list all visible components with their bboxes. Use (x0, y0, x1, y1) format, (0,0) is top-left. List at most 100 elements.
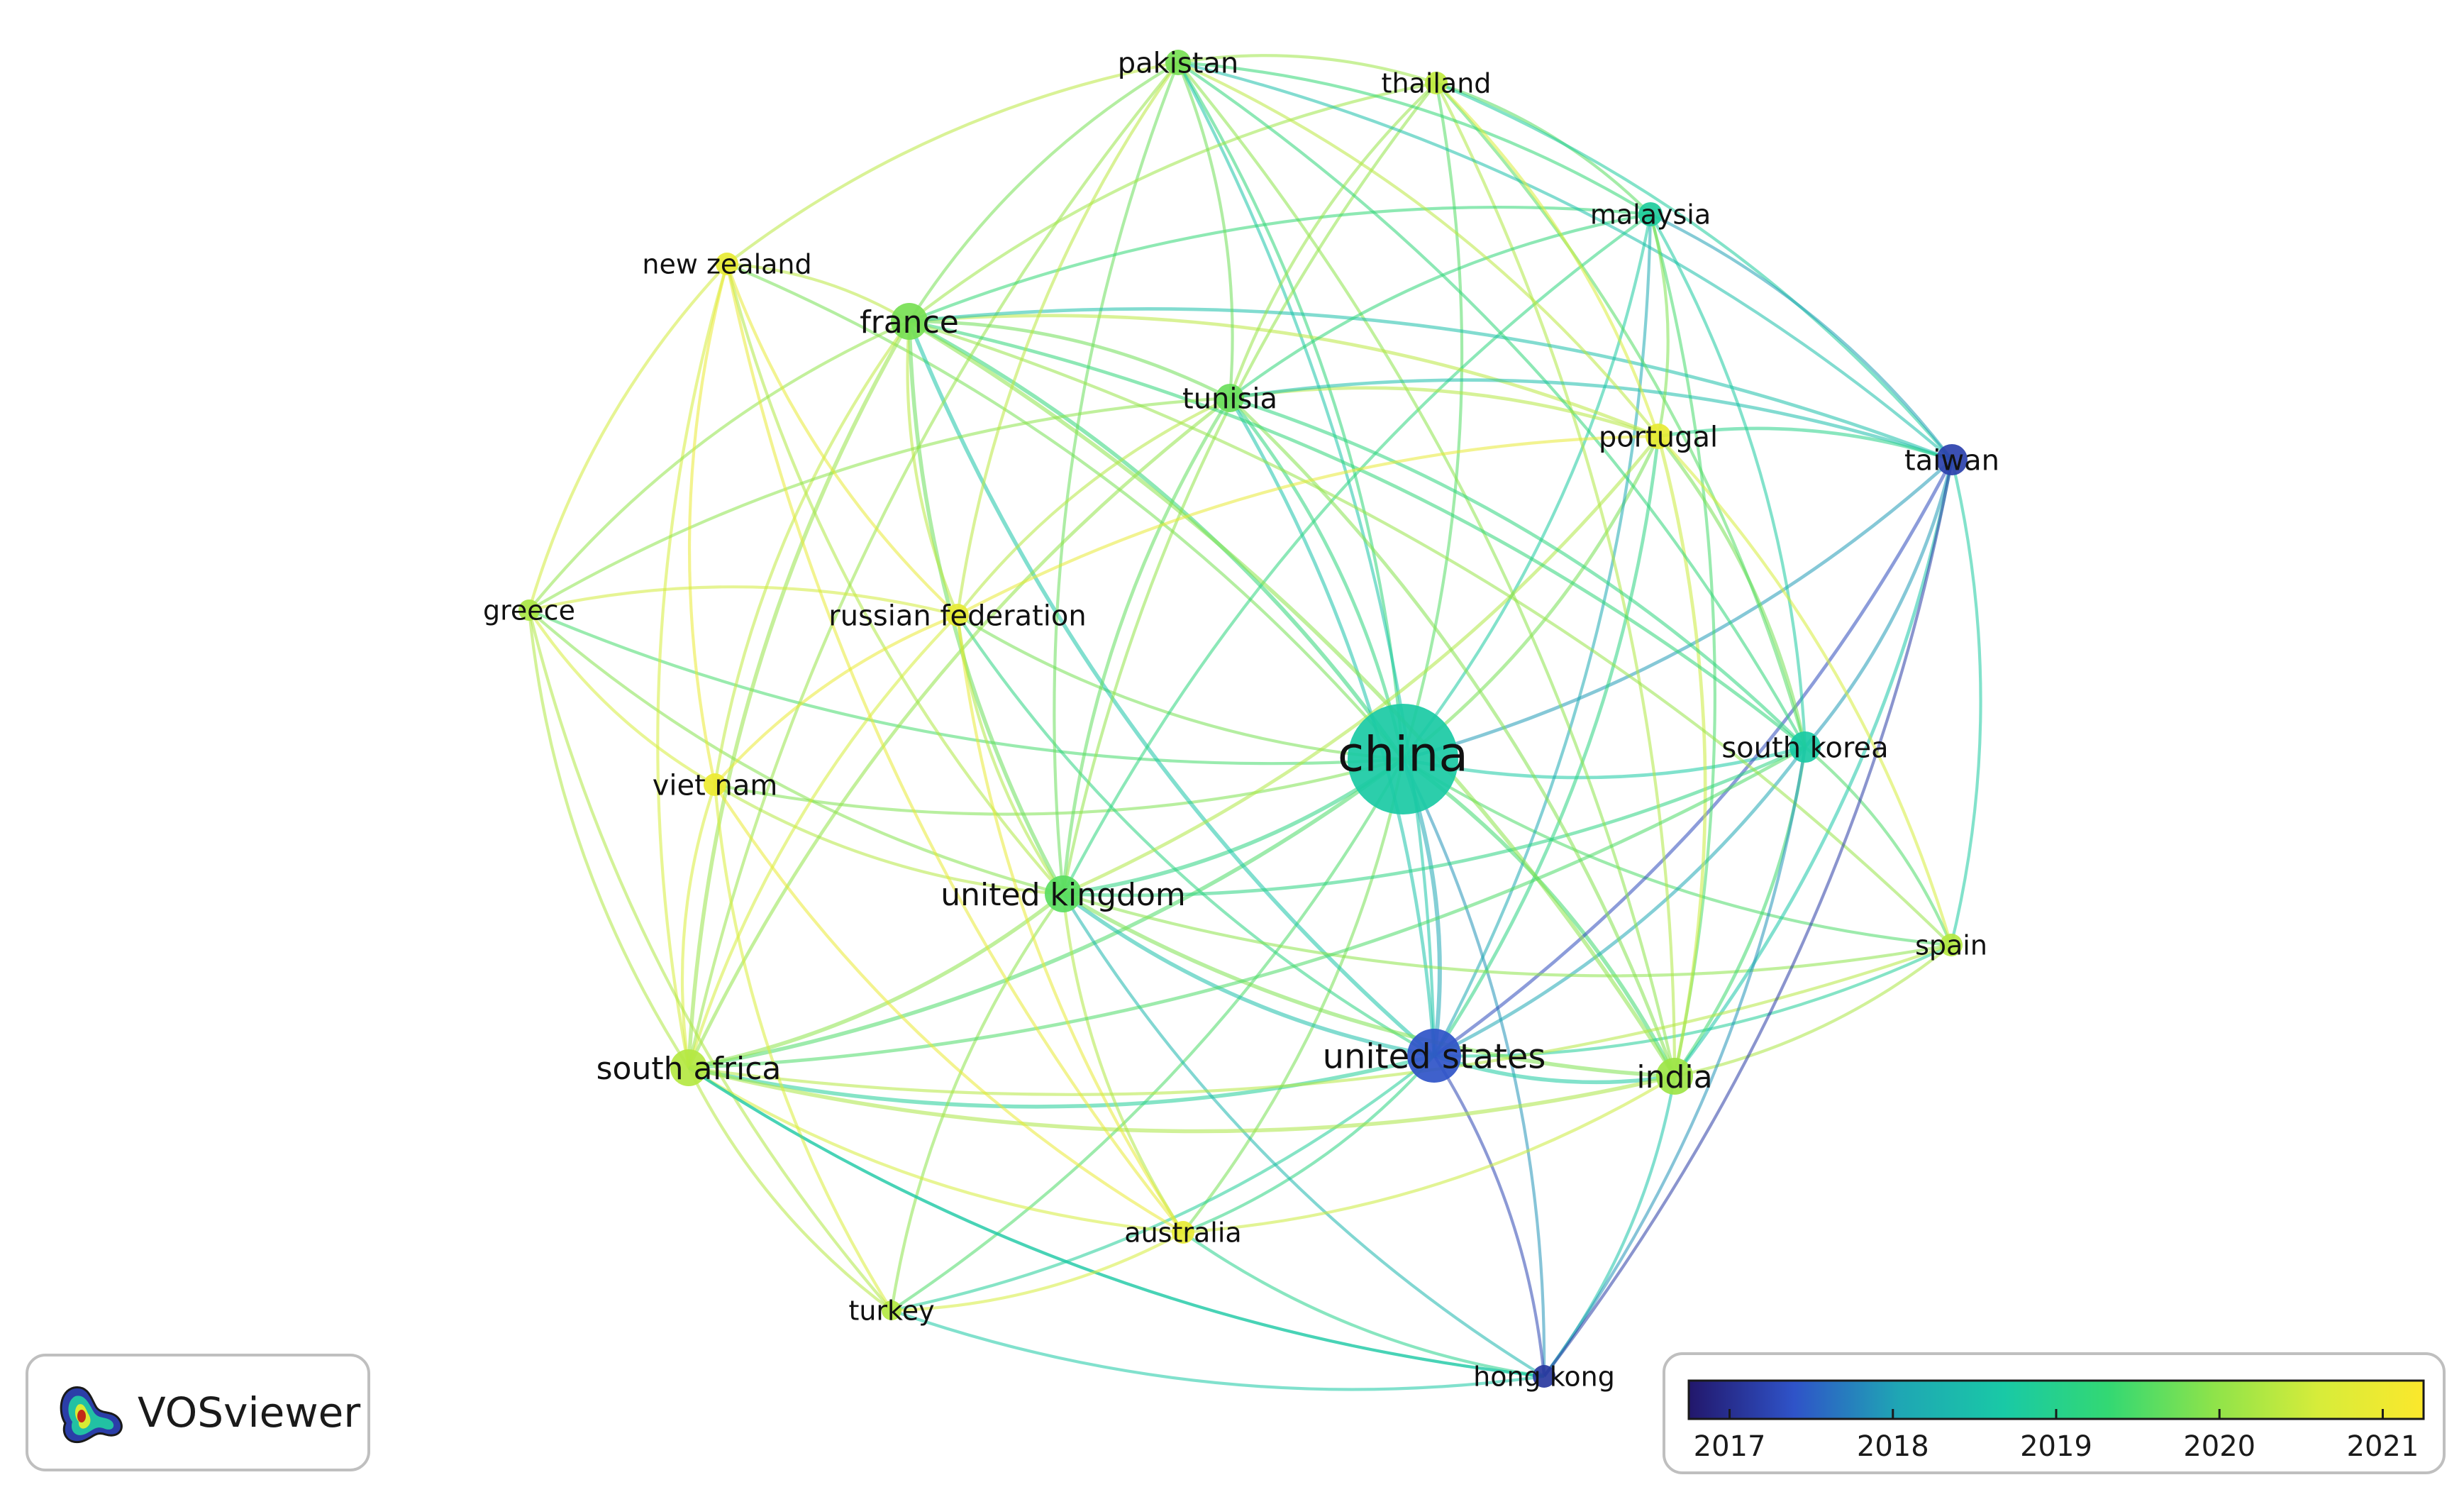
link-new-zealand-viet-nam (687, 263, 729, 785)
node-label-australia[interactable]: australia (1124, 1217, 1241, 1249)
link-tunisia-taiwan (1229, 378, 1953, 462)
node-hong-kong[interactable] (1533, 1365, 1555, 1388)
link-united-states-turkey (891, 1054, 1436, 1313)
link-india-south-africa (688, 1066, 1675, 1134)
node-spain[interactable] (1940, 934, 1963, 956)
link-united-states-spain (1433, 944, 1952, 1058)
node-taiwan[interactable] (1936, 444, 1968, 475)
link-tunisia-greece (528, 396, 1231, 612)
node-russian-federation[interactable] (946, 604, 969, 626)
link-pakistan-russian-federation (955, 61, 1180, 616)
node-thailand[interactable] (1425, 72, 1448, 94)
link-china-malaysia (1402, 214, 1653, 761)
link-india-tunisia (1228, 397, 1677, 1077)
link-hong-kong-south-africa (687, 1066, 1545, 1378)
node-malaysia[interactable] (1638, 202, 1663, 226)
node-label-tunisia[interactable]: tunisia (1182, 382, 1277, 415)
node-portugal[interactable] (1646, 424, 1671, 449)
node-pakistan[interactable] (1165, 50, 1191, 75)
link-china-india (1402, 757, 1677, 1078)
link-pakistan-malaysia (1177, 60, 1652, 216)
node-viet-nam[interactable] (704, 773, 726, 796)
node-label-russian-federation[interactable]: russian federation (828, 599, 1086, 632)
node-south-korea[interactable] (1789, 731, 1821, 763)
node-label-thailand[interactable]: thailand (1382, 68, 1492, 99)
node-new-zealand[interactable] (716, 253, 738, 275)
link-south-korea-spain (1804, 746, 1953, 946)
node-label-spain[interactable]: spain (1915, 930, 1987, 961)
link-greece-viet-nam (528, 609, 716, 786)
link-united-states-pakistan (1177, 62, 1436, 1056)
link-pakistan-taiwan (1177, 60, 1953, 461)
node-tunisia[interactable] (1216, 384, 1244, 412)
link-china-south-africa (688, 757, 1404, 1070)
link-united-kingdom-south-africa (688, 892, 1065, 1070)
node-turkey[interactable] (882, 1300, 901, 1320)
node-label-viet-nam[interactable]: viet nam (653, 769, 778, 802)
app-name: VOSviewer (138, 1388, 361, 1437)
link-india-portugal (1656, 436, 1707, 1077)
link-spain-portugal (1657, 435, 1953, 946)
node-label-china[interactable]: china (1338, 726, 1468, 783)
node-label-hong-kong[interactable]: hong kong (1473, 1361, 1615, 1393)
link-united-states-south-africa (688, 1054, 1435, 1109)
node-label-south-africa[interactable]: south africa (596, 1051, 782, 1087)
node-china[interactable] (1348, 704, 1458, 814)
link-hong-kong-australia (1182, 1231, 1545, 1378)
link-china-portugal (1402, 436, 1660, 761)
link-france-new-zealand (726, 262, 911, 323)
link-united-states-united-kingdom (1062, 892, 1435, 1058)
link-united-kingdom-pakistan (1053, 62, 1180, 895)
link-france-thailand (908, 81, 1437, 323)
link-tunisia-malaysia (1228, 212, 1651, 399)
node-label-india[interactable]: india (1636, 1059, 1712, 1095)
link-india-australia (1182, 1075, 1676, 1234)
node-label-south-korea[interactable]: south korea (1721, 731, 1888, 764)
link-thailand-taiwan (1436, 82, 1953, 461)
vosviewer-badge: VOSviewer (26, 1354, 370, 1471)
link-south-africa-australia (687, 1066, 1184, 1234)
node-south-africa[interactable] (670, 1049, 707, 1086)
node-label-new-zealand[interactable]: new zealand (642, 249, 811, 280)
node-label-malaysia[interactable]: malaysia (1590, 199, 1711, 231)
link-india-malaysia (1648, 214, 1716, 1077)
node-united-states[interactable] (1407, 1029, 1461, 1083)
node-france[interactable] (891, 303, 928, 340)
link-united-states-hong-kong (1433, 1054, 1546, 1377)
link-china-turkey (890, 758, 1404, 1312)
link-china-spain (1402, 758, 1952, 947)
link-south-africa-france (687, 320, 911, 1068)
node-label-taiwan[interactable]: taiwan (1904, 444, 1999, 477)
node-label-united-kingdom[interactable]: united kingdom (940, 877, 1185, 913)
node-united-kingdom[interactable] (1045, 875, 1082, 912)
link-russian-federation-viet-nam (714, 614, 958, 786)
node-label-turkey[interactable]: turkey (848, 1295, 934, 1327)
link-south-africa-spain (688, 944, 1952, 1096)
node-australia[interactable] (1172, 1221, 1194, 1244)
link-china-thailand (1401, 82, 1464, 760)
link-united-kingdom-portugal (1062, 435, 1660, 896)
node-label-france[interactable]: france (860, 304, 959, 341)
link-france-greece (528, 320, 910, 612)
link-india-hong-kong (1543, 1076, 1677, 1378)
link-china-new-zealand (726, 263, 1404, 761)
link-tunisia-thailand (1228, 82, 1438, 399)
node-label-greece[interactable]: greece (483, 595, 575, 626)
link-france-viet-nam (713, 320, 911, 785)
link-south-africa-turkey (687, 1067, 893, 1312)
node-india[interactable] (1656, 1058, 1693, 1095)
node-label-united-states[interactable]: united states (1323, 1037, 1546, 1076)
link-south-korea-tunisia (1229, 396, 1807, 748)
link-china-viet-nam (714, 757, 1404, 816)
links-layer (527, 54, 1982, 1391)
link-united-states-russian-federation (956, 614, 1436, 1057)
link-france-taiwan (909, 307, 1953, 462)
node-greece[interactable] (518, 599, 540, 621)
link-pakistan-new-zealand (726, 60, 1179, 265)
link-pakistan-portugal (1177, 61, 1660, 438)
link-greece-russian-federation (528, 585, 958, 617)
node-label-portugal[interactable]: portugal (1599, 421, 1718, 453)
node-label-pakistan[interactable]: pakistan (1118, 47, 1239, 79)
link-united-kingdom-hong-kong (1062, 893, 1545, 1378)
